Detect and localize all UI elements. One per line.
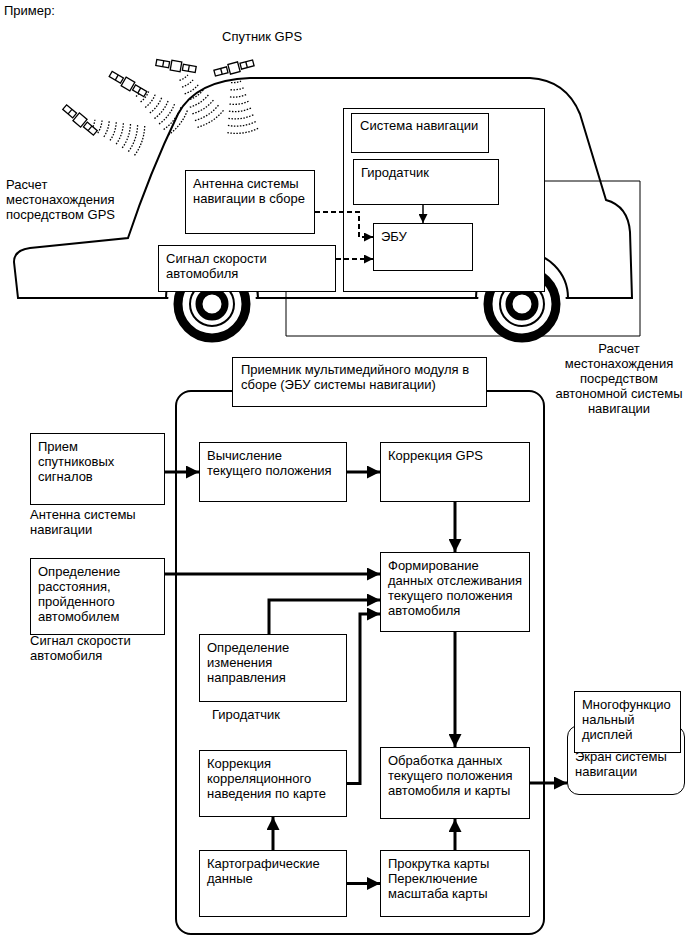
box-text: Экран системы навигации — [575, 750, 677, 780]
flow-arrow — [165, 573, 380, 576]
input-box: Прием спутниковых сигналов — [30, 433, 165, 505]
box-text: Определение расстояния, пройденного авто… — [38, 565, 157, 625]
system-frame: Система навигацииГиродатчикЭБУ — [343, 108, 545, 292]
flow-arrow — [454, 819, 457, 850]
signal-beams — [92, 75, 259, 155]
process-box: Прокрутка карты Переключение масштаба ка… — [380, 850, 530, 917]
box-text: Вычисление текущего положения — [207, 449, 339, 479]
box-text: Коррекция корреляционного наведения по к… — [207, 757, 339, 802]
signal-arrow — [315, 212, 373, 237]
box-text: Многофункциональный дисплей — [582, 698, 673, 743]
ecu-box: ЭБУ — [373, 223, 473, 271]
process-box: Коррекция GPS — [380, 442, 530, 502]
signal-box: Сигнал скорости автомобиля — [158, 245, 336, 292]
frame-title: Приемник мультимедийного модуля в сборе … — [232, 357, 487, 407]
box-text: Коррекция GPS — [388, 449, 522, 464]
box-text: Прокрутка карты Переключение масштаба ка… — [388, 857, 522, 902]
satellite-label: Спутник GPS — [222, 30, 322, 45]
box-text: Определение изменения направления — [207, 641, 339, 686]
display-box: Многофункциональный дисплей — [574, 691, 681, 753]
process-box: Формирование данных отслеживания текущег… — [380, 552, 530, 632]
box-text: Сигнал скорости автомобиля — [166, 252, 328, 282]
frame-title: Система навигации — [351, 113, 489, 153]
flow-arrow — [269, 600, 380, 634]
figure-caption: Пример: — [4, 4, 104, 19]
process-box: Вычисление текущего положения — [199, 442, 347, 502]
part-label: Гиродатчик — [212, 708, 342, 723]
callout-text: Расчет местонахождения посредством автон… — [550, 342, 688, 417]
antenna-box: Антенна системы навигации в сборе — [185, 170, 315, 234]
process-box: Коррекция корреляционного наведения по к… — [199, 750, 347, 817]
box-text: Прием спутниковых сигналов — [38, 440, 157, 485]
box-text: Гиродатчик — [361, 166, 491, 181]
process-box: Обработка данных текущего положения авто… — [380, 747, 530, 819]
box-text: Обработка данных текущего положения авто… — [388, 754, 522, 799]
box-text: Формирование данных отслеживания текущег… — [388, 559, 522, 619]
flow-arrow — [165, 471, 199, 474]
display-screen: Экран системы навигацииМногофункциональн… — [567, 725, 685, 795]
satellite-icon — [61, 58, 254, 137]
signal-arrow — [336, 258, 373, 260]
flow-arrow — [422, 205, 424, 223]
sensor-box: Гиродатчик — [353, 159, 499, 205]
part-label: Сигнал скорости автомобиля — [30, 634, 170, 664]
box-text: Антенна системы навигации в сборе — [193, 177, 307, 207]
flow-arrow — [454, 632, 457, 747]
box-text: Картографические данные — [207, 857, 339, 887]
flow-arrow — [272, 817, 275, 850]
flow-arrow — [454, 502, 457, 552]
input-box: Определение расстояния, пройденного авто… — [30, 558, 165, 635]
flow-arrow — [347, 882, 380, 885]
box-text: ЭБУ — [381, 230, 465, 245]
flow-arrow — [530, 782, 567, 785]
part-label: Антенна системы навигации — [30, 508, 170, 538]
process-box: Определение изменения направления — [199, 634, 347, 702]
data-box: Картографические данные — [199, 850, 347, 917]
flow-arrow — [347, 614, 380, 784]
flow-arrow — [347, 471, 380, 474]
callout-text: Расчет местонахождения посредством GPS — [6, 178, 128, 223]
